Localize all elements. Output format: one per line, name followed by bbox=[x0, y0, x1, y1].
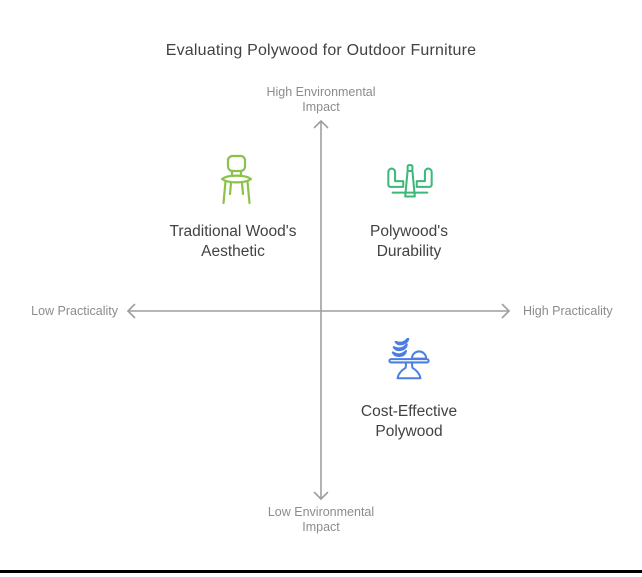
axis-label-top: High Environmental Impact bbox=[0, 85, 642, 115]
axis-label-bottom: Low Environmental Impact bbox=[0, 505, 642, 535]
axis-label-bottom-line2: Impact bbox=[302, 520, 340, 534]
axis-label-right: High Practicality bbox=[523, 304, 613, 318]
axes-lines bbox=[127, 120, 510, 500]
diagram-title: Evaluating Polywood for Outdoor Furnitur… bbox=[165, 42, 477, 59]
item-label-line2: Aesthetic bbox=[201, 243, 265, 260]
item-label-line1: Traditional Wood's bbox=[169, 223, 297, 240]
axis-label-bottom-line1: Low Environmental bbox=[267, 505, 375, 519]
arrow-right-icon bbox=[501, 303, 510, 319]
chair-icon bbox=[220, 154, 253, 205]
item-label-line2: Polywood bbox=[375, 423, 443, 440]
serving-stand-icon bbox=[388, 338, 430, 380]
bottom-divider bbox=[0, 570, 642, 573]
axis-label-top-line2: Impact bbox=[302, 100, 340, 114]
item-label-line1: Polywood's bbox=[370, 223, 448, 240]
axis-label-top-line1: High Environmental bbox=[266, 85, 376, 99]
arrow-up-icon bbox=[313, 120, 329, 129]
arrow-down-icon bbox=[313, 491, 329, 500]
item-label-line2: Durability bbox=[376, 243, 442, 260]
item-label-polywood-durability: Polywood's Durability bbox=[299, 222, 519, 262]
item-label-traditional-wood: Traditional Wood's Aesthetic bbox=[123, 222, 343, 262]
axis-label-left: Low Practicality bbox=[31, 304, 118, 318]
item-label-cost-effective-polywood: Cost-Effective Polywood bbox=[299, 402, 519, 442]
arrow-left-icon bbox=[127, 303, 136, 319]
item-label-line1: Cost-Effective bbox=[360, 403, 458, 420]
patio-table-set-icon bbox=[387, 164, 433, 198]
